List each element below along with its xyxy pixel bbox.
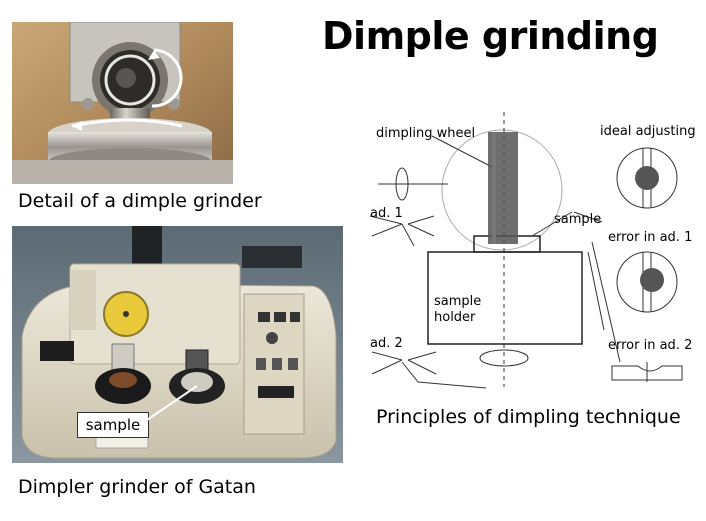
sample-callout-label: sample — [77, 412, 149, 438]
caption-gatan: Dimpler grinder of Gatan — [18, 476, 256, 498]
label-ideal-adjusting: ideal adjusting — [600, 124, 696, 139]
sample-callout-pointer — [146, 385, 198, 421]
dimple-grinder-detail-photo — [12, 22, 233, 184]
label-sample: sample — [554, 212, 602, 227]
label-error-ad2: error in ad. 2 — [608, 338, 693, 353]
label-ad1: ad. 1 — [370, 206, 403, 221]
label-ad2: ad. 2 — [370, 336, 403, 351]
detail-photo-drawing — [12, 22, 233, 184]
label-error-ad1: error in ad. 1 — [608, 230, 693, 245]
label-dimpling-wheel: dimpling wheel — [376, 126, 476, 141]
gatan-dimpler-photo — [12, 226, 343, 463]
slide-title: Dimple grinding — [322, 14, 659, 58]
caption-detail: Detail of a dimple grinder — [18, 190, 262, 212]
caption-principles: Principles of dimpling technique — [376, 406, 681, 428]
principles-drawing — [369, 112, 683, 389]
dimpling-principles-diagram: dimpling wheel ideal adjusting sample er… — [362, 112, 696, 398]
label-sample-holder: sample holder — [434, 294, 482, 325]
gatan-photo-drawing — [12, 226, 343, 463]
